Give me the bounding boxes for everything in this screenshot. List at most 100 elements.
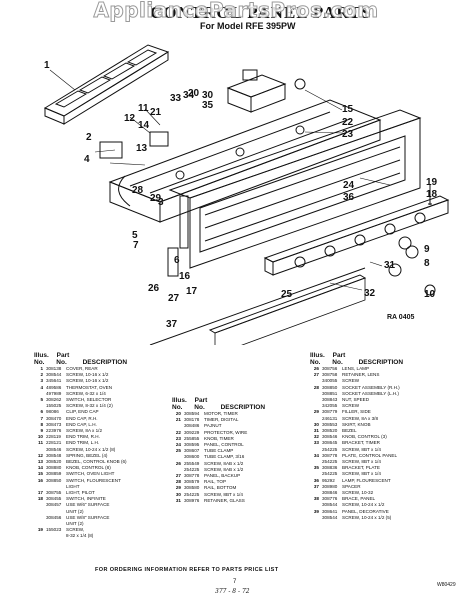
part-description: SCREW, 10-24 x 1/2 (5): [342, 514, 392, 520]
item-number: 11: [38, 440, 43, 446]
part-number: 308544: [46, 372, 62, 378]
part-description: LIGHT: [66, 483, 80, 489]
page-number: 7: [233, 579, 237, 585]
item-number: 30: [313, 421, 319, 427]
part-description: UNIT (2): [66, 521, 84, 527]
part-number: 340055: [322, 378, 338, 384]
item-number: 29: [175, 485, 181, 491]
part-number: 308138: [46, 366, 62, 371]
part-number: 308755: [46, 490, 62, 496]
part-number: 342055: [322, 403, 338, 409]
item-number: 19: [37, 527, 43, 533]
part-number: 308641: [322, 508, 338, 514]
item-number: 2: [40, 372, 43, 378]
sheet-code: W80429: [437, 582, 456, 588]
part-description: SCREW, 6-32 x 1/4: [66, 390, 106, 396]
part-number: 308544: [322, 502, 338, 508]
part-description: LIGHT, PILOT: [66, 490, 95, 496]
part-description: BEZEL: [342, 428, 357, 434]
figure-code: RA 0405: [387, 314, 415, 321]
part-description: SOCKET ASSEMBLY (R.H.): [342, 384, 400, 390]
callout-4: 4: [84, 154, 90, 165]
part-description: SCREW, 8-32 x 1/4 (2): [66, 403, 113, 409]
part-description: COVER, REAR: [66, 366, 98, 371]
item-number: 24: [175, 442, 181, 448]
part-number: 155025: [46, 403, 62, 409]
part-description: PANEL, CONTROL: [204, 442, 244, 448]
callout-12: 12: [124, 113, 136, 124]
part-number: 308580: [184, 485, 200, 491]
part-description: SCREW, 10-32: [342, 490, 374, 496]
table-row: 308843 NUT, SPEED: [310, 397, 403, 403]
part-number: 308756: [322, 366, 338, 371]
callout-8: 8: [424, 258, 430, 269]
part-number: 309229: [184, 429, 200, 435]
table-row: 155025 SCREW, 8-32 x 1/4 (2): [34, 403, 127, 409]
callout-23: 23: [342, 129, 354, 140]
part-number: 308594: [184, 411, 200, 416]
callout-13: 13: [136, 143, 148, 154]
timer-assembly-drawing: [226, 69, 306, 113]
item-number: 26: [313, 366, 319, 371]
part-description: USE W/8" SURFACE: [66, 514, 110, 520]
part-number: 308779: [322, 409, 338, 415]
part-description: SCREW, 8A x 1/2: [66, 428, 102, 434]
part-number: 497989: [46, 390, 62, 396]
part-description: SCREW, 8A x 3/8: [342, 415, 378, 421]
part-number: 308850: [322, 384, 338, 390]
item-number: 33: [313, 440, 319, 446]
control-panel-drawing: [168, 109, 422, 269]
part-description: PANEL, DECORATIVE: [342, 508, 389, 514]
item-number: 18: [37, 496, 43, 502]
part-number: 308456: [46, 514, 62, 520]
item-number: 8: [40, 421, 43, 427]
part-description: SOCKET ASSEMBLY (L.H.): [342, 390, 399, 396]
part-number: 255855: [184, 435, 200, 441]
part-description: SWITCH, FLOURESCENT: [66, 477, 121, 483]
part-description: BRACKET, TIMER: [342, 440, 380, 446]
part-number: 254225: [184, 491, 200, 497]
part-number: 308843: [322, 397, 338, 403]
table-row: 497989 SCREW, 6-32 x 1/4: [34, 391, 127, 397]
part-description: END CAP, R.H.: [66, 415, 98, 421]
part-number: 308548: [46, 452, 62, 458]
item-number: 10: [37, 434, 43, 440]
part-description: SCREW: [342, 403, 360, 409]
item-number: 27: [175, 473, 181, 479]
part-description: KNOB, CONTROL (8): [66, 465, 111, 471]
item-number: 16: [37, 477, 43, 483]
part-number: 308579: [184, 479, 200, 485]
part-description: RETAINER, LENS: [342, 372, 380, 378]
item-number: 21: [175, 417, 181, 423]
part-description: SCREW, 10-24 x 1/2: [342, 502, 385, 508]
part-description: RETAINER, GLASS: [204, 497, 245, 503]
callout-29: 29: [150, 193, 162, 204]
part-number: 308980: [322, 483, 338, 489]
part-description: TIMER, DIGITAL: [204, 417, 239, 423]
part-number: 308553: [322, 421, 338, 427]
part-number: 98086: [46, 409, 59, 415]
callout-35: 35: [202, 100, 214, 111]
part-number: 308846: [322, 490, 338, 496]
item-number: 28: [175, 479, 181, 485]
part-description: NUT, SPEED: [342, 397, 370, 403]
part-number: 308486: [184, 423, 200, 429]
